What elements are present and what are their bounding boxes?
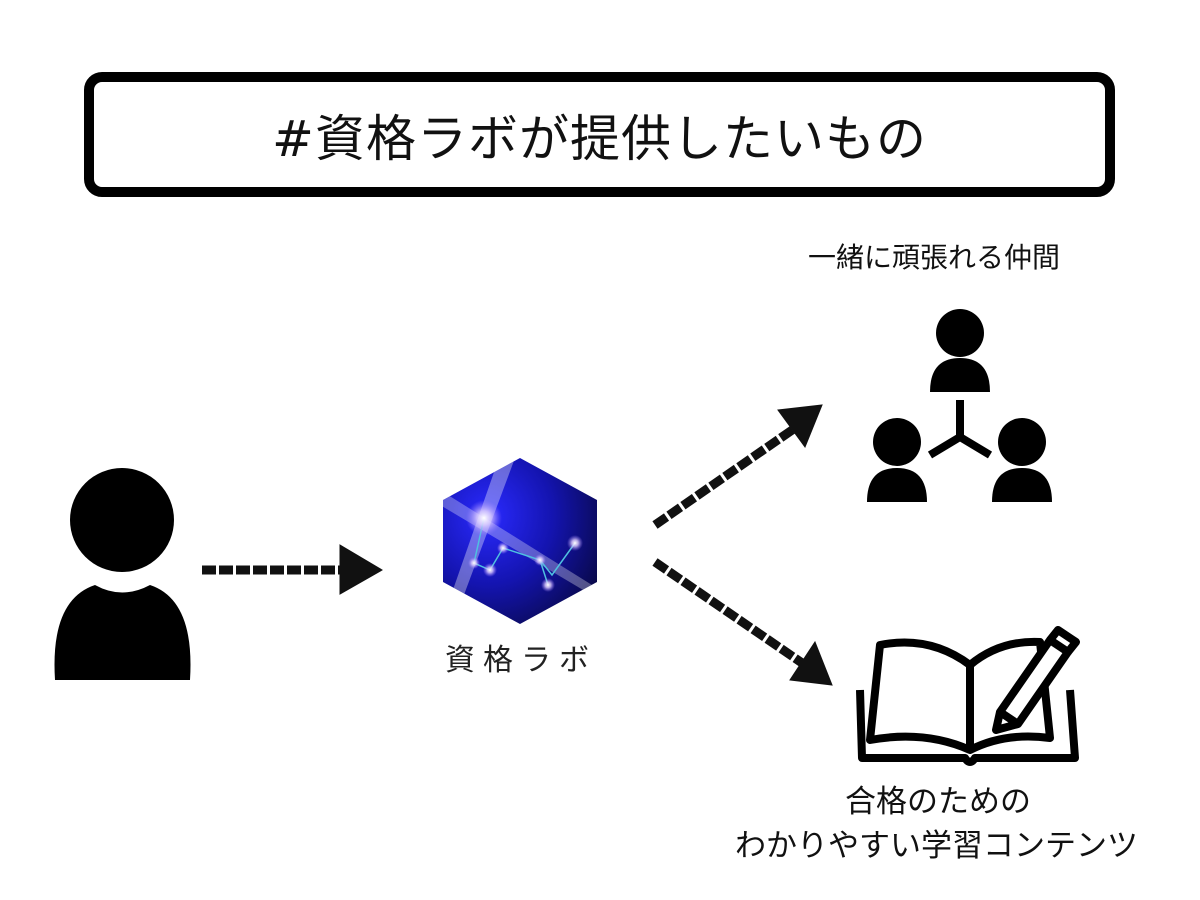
arrow-user-to-logo bbox=[202, 544, 383, 595]
book-pencil-icon bbox=[856, 626, 1080, 766]
arrow-logo-to-peers bbox=[652, 404, 823, 529]
title-box: #資格ラボが提供したいもの bbox=[84, 72, 1115, 197]
person-icon bbox=[54, 468, 191, 680]
logo-text: 資格ラボ bbox=[445, 643, 597, 678]
arrow-logo-to-contents bbox=[652, 558, 833, 686]
peers-label: 一緒に頑張れる仲間 bbox=[808, 241, 1061, 274]
slide-title: #資格ラボが提供したいもの bbox=[272, 109, 927, 168]
contents-label-line2: わかりやすい学習コンテンツ bbox=[735, 828, 1138, 864]
contents-label-line1: 合格のための bbox=[845, 784, 1031, 820]
shikaku-lab-logo bbox=[443, 458, 597, 624]
group-icon bbox=[867, 309, 1052, 502]
